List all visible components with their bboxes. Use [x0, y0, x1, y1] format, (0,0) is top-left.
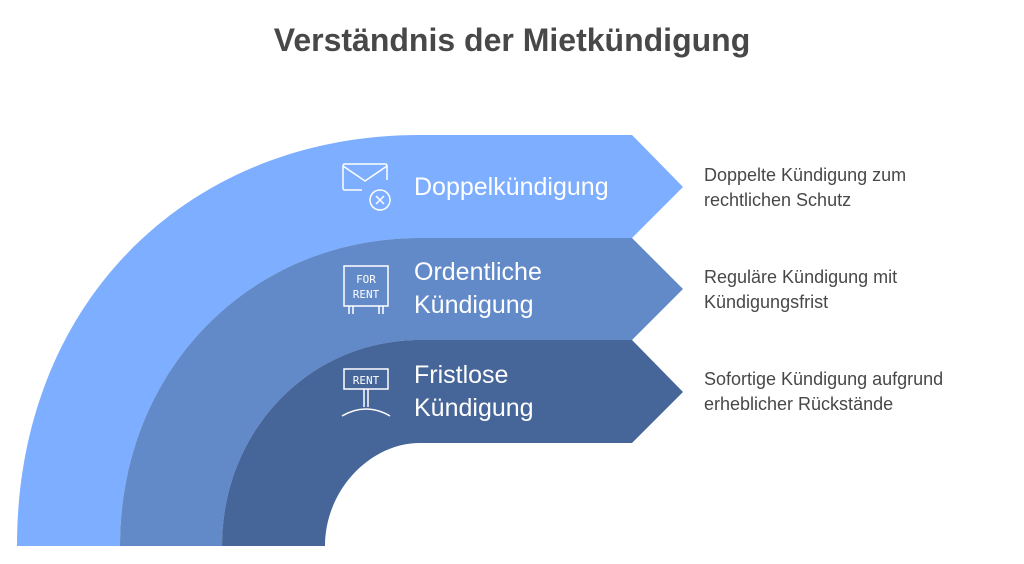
label-ordentliche-kuendigung: Ordentliche Kündigung — [414, 256, 542, 322]
description-fristlose-kuendigung: Sofortige Kündigung aufgrund erheblicher… — [704, 367, 943, 417]
label-fristlose-kuendigung: Fristlose Kündigung — [414, 359, 534, 425]
svg-text:FOR: FOR — [356, 273, 376, 286]
description-line: erheblicher Rückstände — [704, 394, 894, 414]
band-doppelkuendigung — [17, 135, 683, 546]
label-doppelkuendigung: Doppelkündigung — [414, 173, 609, 201]
description-ordentliche-kuendigung: Reguläre Kündigung mit Kündigungsfrist — [704, 265, 897, 315]
svg-text:RENT: RENT — [353, 288, 380, 301]
mail-x-icon — [342, 163, 391, 211]
for-rent-sign-icon: FOR RENT — [343, 265, 389, 314]
description-line: Sofortige Kündigung aufgrund — [704, 369, 944, 389]
label-line: Ordentliche — [414, 258, 542, 286]
description-line: Kündigungsfrist — [704, 292, 829, 312]
description-line: Reguläre Kündigung mit — [704, 267, 898, 287]
label-line: Kündigung — [414, 394, 534, 422]
band-fristlose-kuendigung — [222, 340, 683, 546]
svg-text:RENT: RENT — [353, 374, 380, 387]
band-ordentliche-kuendigung — [120, 238, 683, 546]
diagram-title: Verständnis der Mietkündigung — [273, 22, 751, 58]
description-line: rechtlichen Schutz — [704, 190, 852, 210]
label-line: Kündigung — [414, 291, 534, 319]
label-line: Fristlose — [414, 361, 509, 389]
rent-sign-icon: RENT — [341, 368, 391, 417]
description-doppelkuendigung: Doppelte Kündigung zum rechtlichen Schut… — [704, 163, 906, 213]
description-line: Doppelte Kündigung zum — [704, 165, 907, 185]
